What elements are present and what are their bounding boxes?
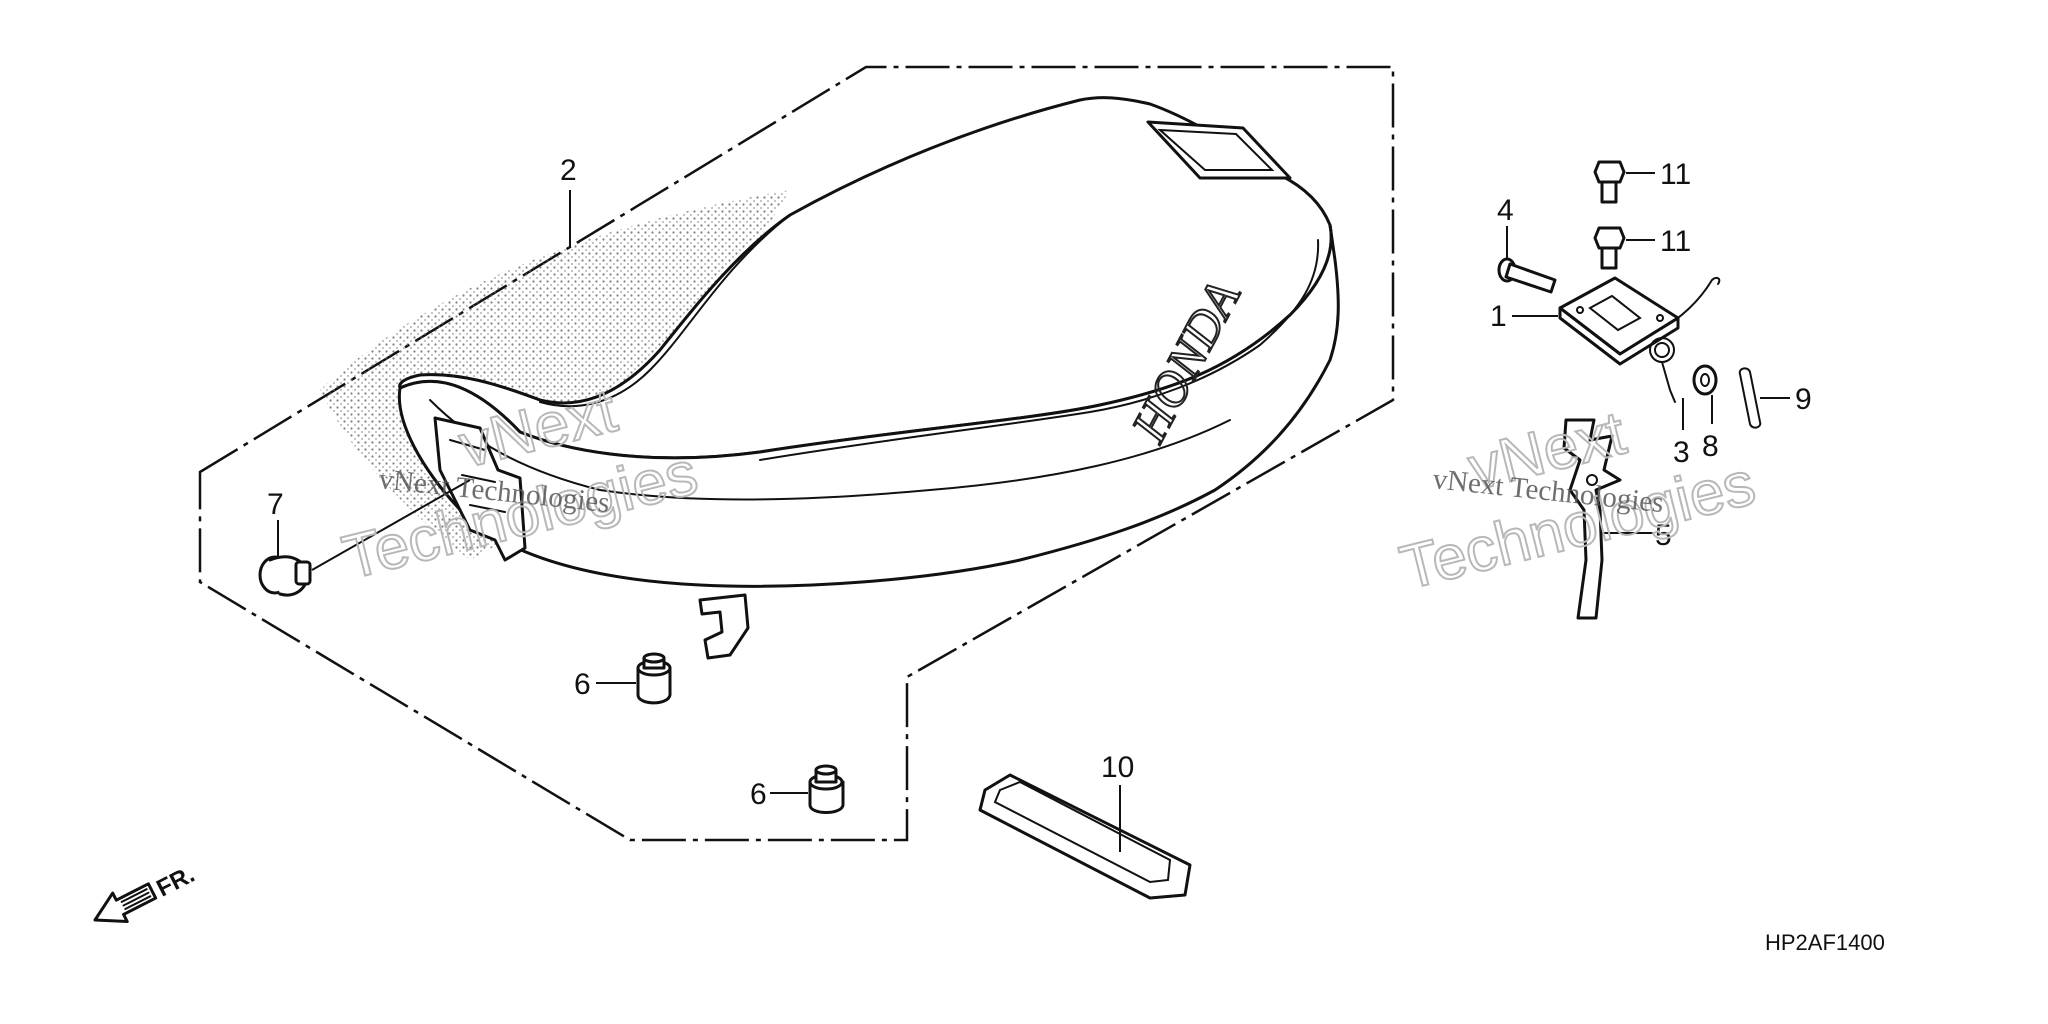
- part-8-washer: [1692, 364, 1718, 396]
- callout-8: 8: [1702, 430, 1719, 463]
- seat-rear-tab-inner: [1157, 128, 1275, 171]
- part-6-cushion-upper: [636, 652, 672, 705]
- callout-7: 7: [267, 488, 284, 521]
- leader-7-to-seat: [311, 479, 471, 571]
- part-1-latch-plate: [1558, 276, 1680, 366]
- part-6-cushion-lower: [808, 764, 845, 814]
- front-direction-arrow: FR.: [93, 861, 199, 924]
- callout-11-upper: 11: [1660, 158, 1691, 191]
- seat-front-contour: [539, 214, 791, 408]
- callout-2: 2: [560, 154, 577, 187]
- callout-4: 4: [1497, 194, 1514, 227]
- seat-front-latch: [433, 416, 527, 562]
- part-3-spring: [1649, 276, 1721, 403]
- seat-mount-hook: [698, 593, 750, 660]
- part-7-grommet: [258, 555, 312, 597]
- seat-assembly: HONDA: [397, 96, 1340, 660]
- seat-side-seam: [429, 399, 1231, 501]
- part-10-strap: [978, 773, 1192, 900]
- seat-top-panel-line: [759, 239, 1320, 461]
- callout-5: 5: [1655, 519, 1672, 552]
- part-11-bolt-upper: [1593, 160, 1626, 204]
- seat-lower-skirt: [397, 223, 1340, 588]
- callout-6-lower: 6: [750, 778, 767, 811]
- callout-1: 1: [1490, 300, 1507, 333]
- seat-front-latch-detail: [449, 439, 506, 513]
- callout-6-upper: 6: [574, 668, 591, 701]
- part-11-bolt-lower: [1593, 226, 1626, 270]
- part-5-lever: [1562, 418, 1622, 620]
- drawing-code: HP2AF1400: [1765, 930, 1885, 955]
- callout-9: 9: [1795, 383, 1812, 416]
- callout-3: 3: [1673, 436, 1690, 469]
- part-4-bolt: [1497, 257, 1557, 294]
- seat-rear-tab: [1146, 120, 1292, 180]
- assembly-boundary: [198, 65, 1395, 842]
- part-9-pin: [1738, 367, 1762, 429]
- callout-10: 10: [1101, 751, 1134, 784]
- front-indicator-label: FR.: [152, 861, 199, 903]
- callout-11-lower: 11: [1660, 225, 1691, 258]
